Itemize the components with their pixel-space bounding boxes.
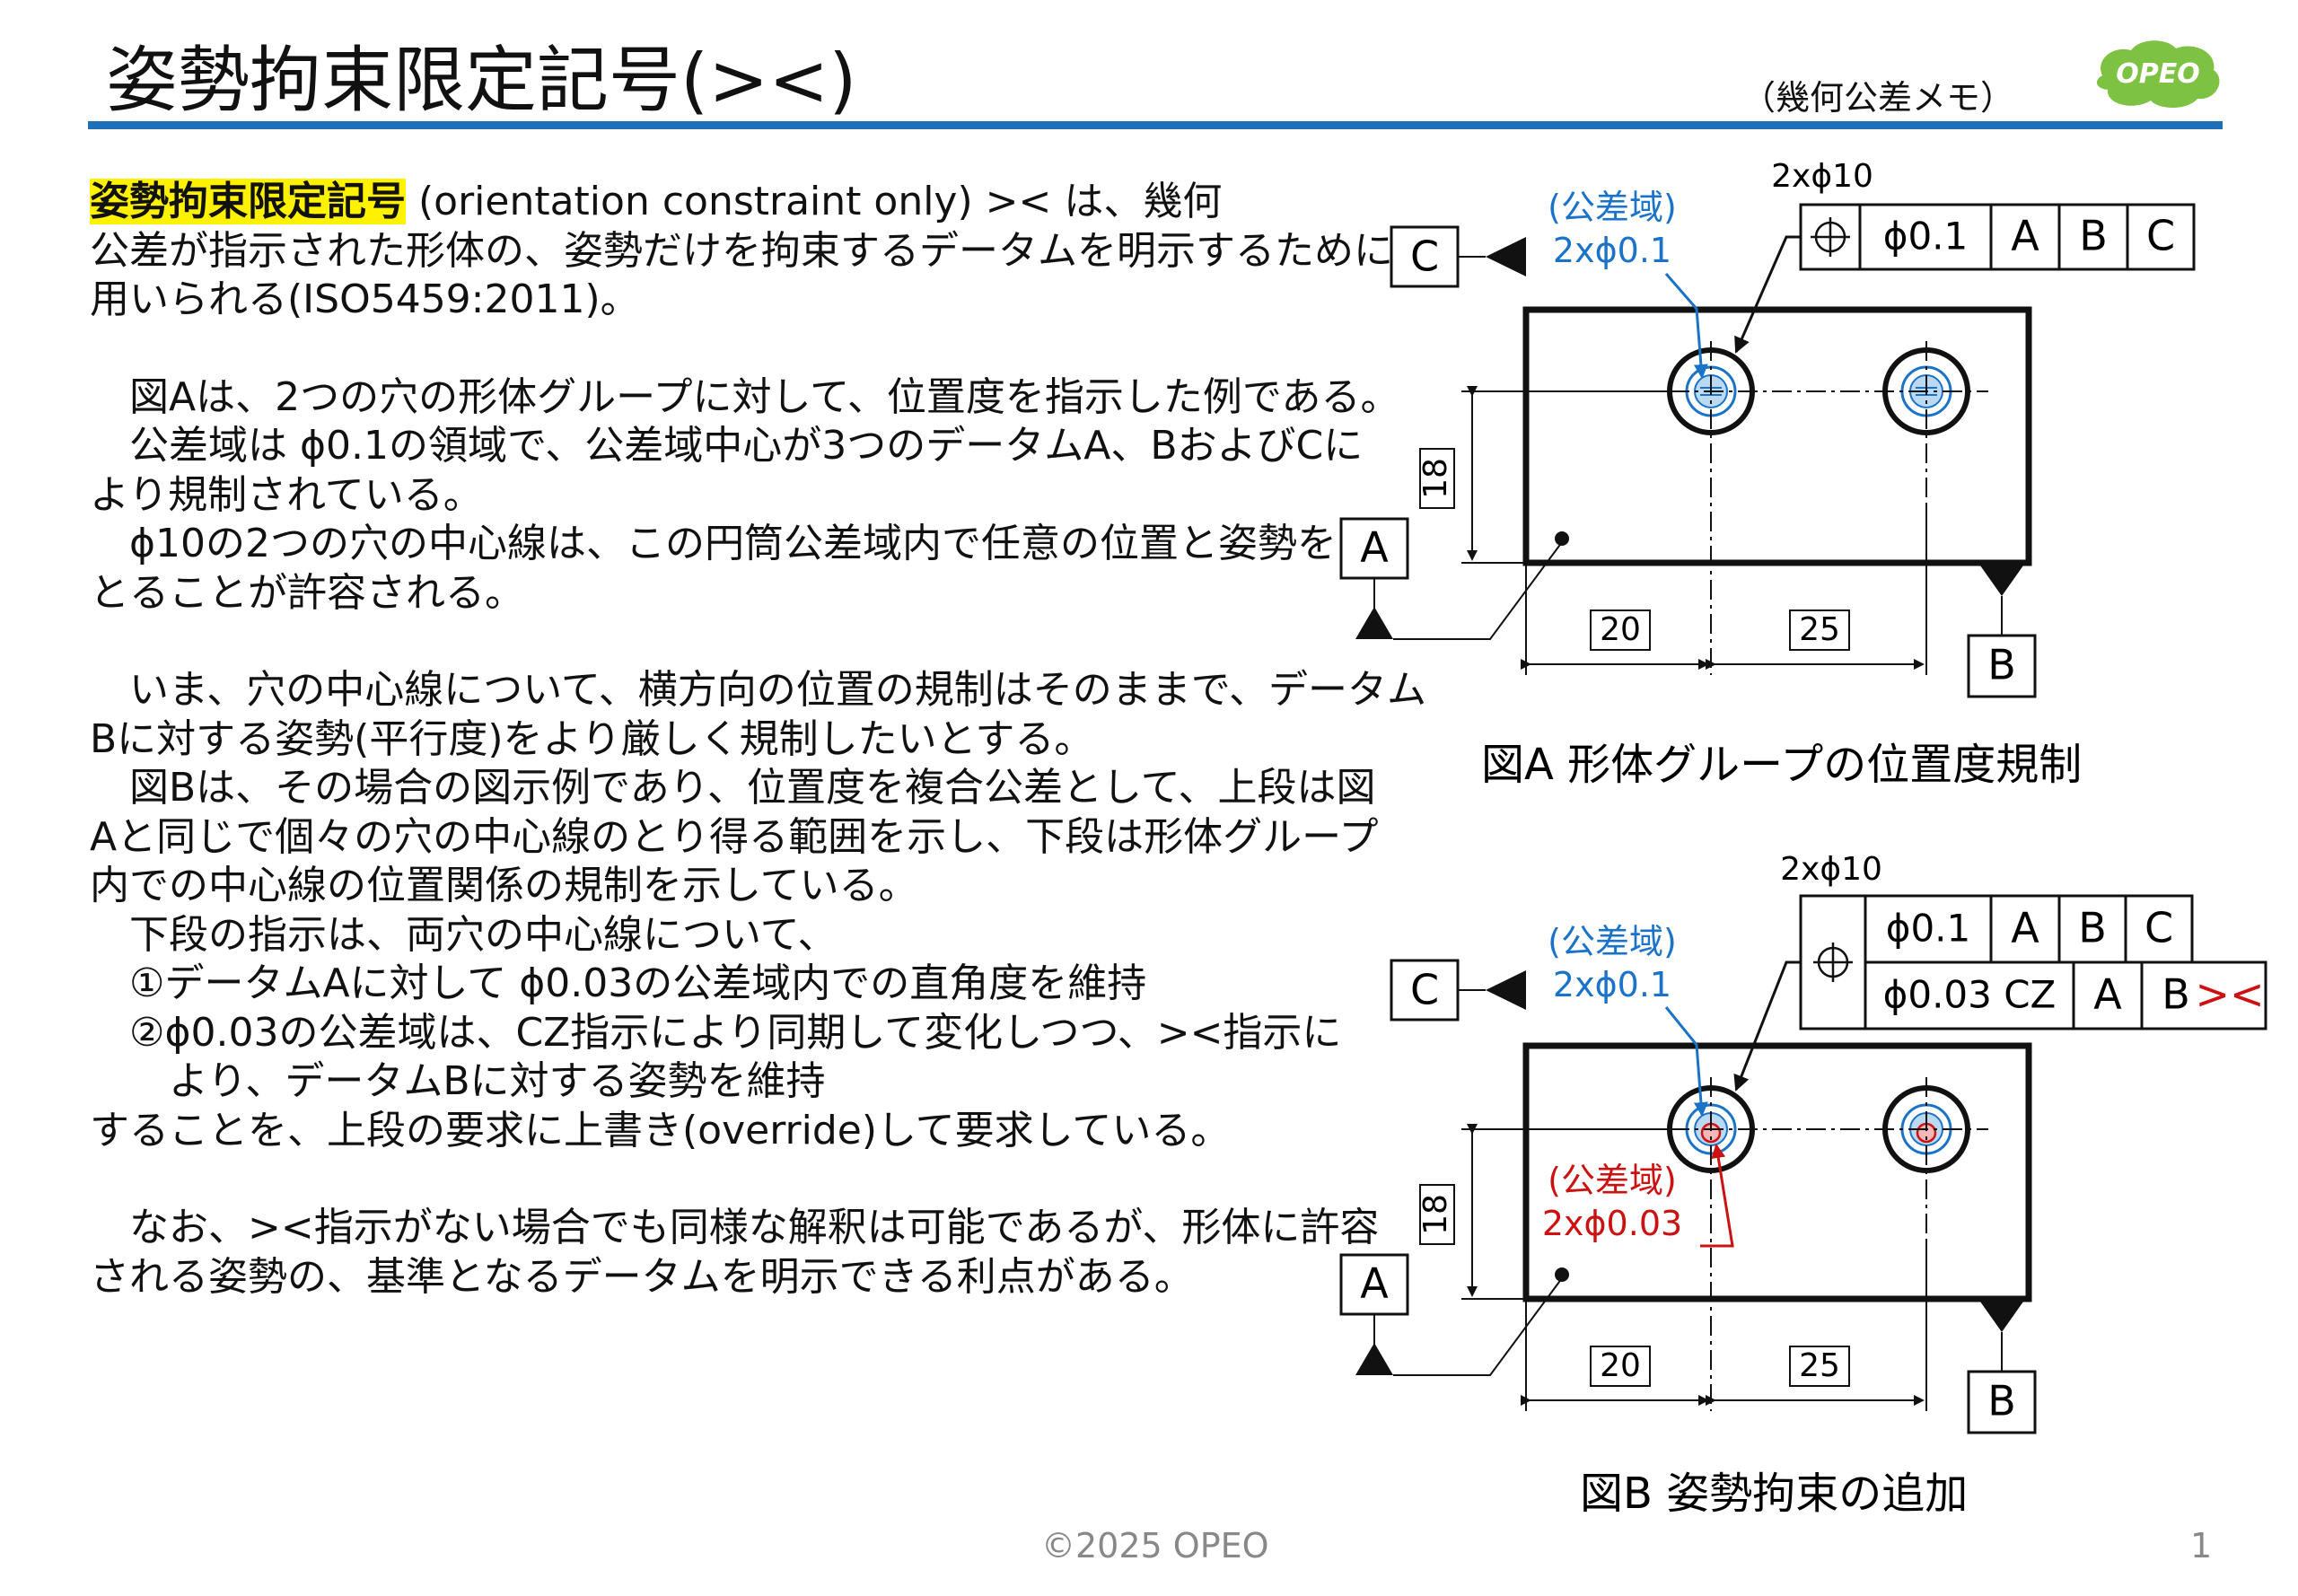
- fig-b-datum-a: A: [1360, 1259, 1389, 1308]
- fig-a-fcf-datum-1: A: [2011, 212, 2039, 260]
- opeo-logo: OPEO: [2096, 40, 2220, 108]
- para1-line1: 姿勢拘束限定記号 (orientation constraint only) >…: [90, 178, 1311, 227]
- fig-a-part-outline: [1522, 306, 2032, 566]
- position-symbol-icon: [1813, 943, 1853, 982]
- fig-a-tol-zone-label: (公差域): [1548, 188, 1677, 227]
- fig-a-dim-20: 20: [1600, 611, 1641, 648]
- page-number: 1: [2190, 1526, 2213, 1565]
- fig-a-fcf-datum-3: C: [2146, 212, 2175, 260]
- fig-b-datum-c: C: [1410, 966, 1439, 1014]
- fig-b-fcf-r1-datum-1: A: [2011, 904, 2039, 952]
- para2-line4: ϕ10の2つの穴の中心線は、この円筒公差域内で任意の位置と姿勢を: [90, 521, 1338, 566]
- fig-a-fcf-datum-2: B: [2079, 212, 2108, 260]
- fig-b-tol-zone-label: (公差域): [1548, 922, 1677, 961]
- fig-a-datum-a: A: [1360, 523, 1389, 572]
- fig-b-fcf: ϕ0.1 A B C ϕ0.03 CZ A B ><: [1799, 894, 2267, 1030]
- fig-a-dim-25: 25: [1799, 611, 1840, 648]
- fig-b-fcf-r1-datum-3: C: [2145, 904, 2173, 952]
- fig-b-fcf-r1-tol: ϕ0.1: [1886, 907, 1971, 951]
- para1-line3: 用いられる(ISO5459:2011)。: [90, 276, 640, 322]
- fig-b-tol-zone2-value: 2xϕ0.03: [1542, 1204, 1682, 1243]
- fig-a-caption: 図A 形体グループの位置度規制: [1481, 740, 2082, 790]
- para2-line3: より規制されている。: [90, 471, 483, 518]
- fig-a-datum-b: B: [1987, 641, 2016, 689]
- para3-line2: Bに対する姿勢(平行度)をより厳しく規制したいとする。: [90, 715, 1094, 762]
- fig-a-tol-zone-value: 2xϕ0.1: [1553, 231, 1671, 270]
- para3-line3: 図Bは、その場合の図示例であり、位置度を複合公差として、上段は図: [90, 765, 1376, 811]
- para3-line8: ②ϕ0.03の公差域は、CZ指示により同期して変化しつつ、><指示に: [90, 1009, 1342, 1056]
- para3-line9: より、データムBに対する姿勢を維持: [90, 1058, 826, 1104]
- position-symbol-icon: [1811, 217, 1850, 257]
- para2-line2: 公差域は ϕ0.1の領域で、公差域中心が3つのデータムA、BおよびCに: [90, 423, 1364, 469]
- copyright: ©2025 OPEO: [1041, 1526, 1269, 1565]
- fig-b-dim-18: 18: [1417, 1194, 1454, 1235]
- para3-line10: することを、上段の要求に上書き(override)して要求している。: [90, 1107, 1231, 1153]
- para2-line5: とることが許容される。: [90, 569, 524, 616]
- fig-a-fcf-tol: ϕ0.1: [1883, 215, 1969, 259]
- fig-b-tol-zone2-label: (公差域): [1548, 1161, 1677, 1200]
- header-rule: [88, 121, 2223, 129]
- fig-b-caption: 図B 姿勢拘束の追加: [1580, 1469, 1968, 1519]
- fig-b-fcf-r2-datum-1: A: [2093, 970, 2122, 1019]
- para3-line5: 内での中心線の位置関係の規制を示している。: [90, 863, 918, 908]
- fig-b-tol-zone-value: 2xϕ0.1: [1553, 965, 1671, 1004]
- fig-b-fcf-r1-datum-2: B: [2078, 904, 2107, 952]
- figure-b: 18 20 25 C A B 2xϕ10: [1339, 851, 2267, 1434]
- fig-a-datum-c: C: [1410, 232, 1439, 281]
- fig-b-hole-label: 2xϕ10: [1780, 851, 1882, 888]
- page-title: 姿勢拘束限定記号(><): [106, 39, 857, 122]
- para2-line1: 図Aは、2つの穴の形体グループに対して、位置度を指示した例である。: [90, 373, 1400, 420]
- fig-b-fcf-r2-tol: ϕ0.03 CZ: [1883, 973, 2057, 1017]
- fig-a-dim-18: 18: [1417, 458, 1454, 499]
- para4-line1: なお、><指示がない場合でも同様な解釈は可能であるが、形体に許容: [90, 1205, 1380, 1250]
- body-text: 姿勢拘束限定記号 (orientation constraint only) >…: [90, 178, 1426, 1302]
- figure-a: 18 20 25 C A B 2xϕ10: [1339, 158, 2196, 698]
- fig-b-fcf-r2-datum-2: B: [2162, 970, 2190, 1019]
- para3-line7: ①データムAに対して ϕ0.03の公差域内での直角度を維持: [90, 960, 1147, 1006]
- fig-b-datum-b: B: [1987, 1377, 2016, 1425]
- para4-line2: される姿勢の、基準となるデータムを明示できる利点がある。: [90, 1253, 1194, 1300]
- logo-text: OPEO: [2116, 58, 2200, 90]
- fig-b-part-outline: [1522, 1042, 2032, 1302]
- page-subtitle: （幾何公差メモ）: [1741, 78, 2015, 118]
- para3-line1: いま、穴の中心線について、横方向の位置の規制はそのままで、データム: [90, 667, 1426, 713]
- para1-line1-rest: (orientation constraint only) >< は、幾何: [406, 179, 1223, 224]
- para3-line4: Aと同じで個々の穴の中心線のとり得る範囲を示し、下段は形体グループ: [90, 813, 1379, 860]
- term-highlight: 姿勢拘束限定記号: [90, 179, 406, 224]
- fig-b-dim-20: 20: [1600, 1347, 1641, 1384]
- para1-line2: 公差が指示された形体の、姿勢だけを拘束するデータムを明示するために: [90, 227, 1393, 274]
- para3-line6: 下段の指示は、両穴の中心線について、: [90, 911, 838, 958]
- ocs-symbol: ><: [2195, 970, 2264, 1019]
- fig-b-dim-25: 25: [1799, 1347, 1840, 1384]
- fig-a-hole-label: 2xϕ10: [1771, 158, 1873, 195]
